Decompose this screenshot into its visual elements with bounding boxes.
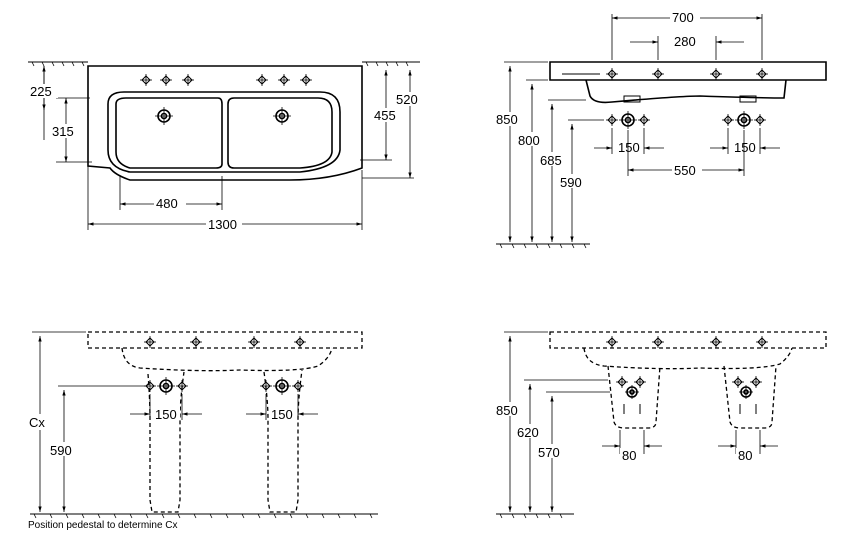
dim-1300-label: 1300: [208, 217, 237, 232]
dim-480-label: 480: [156, 196, 178, 211]
dim-315-label: 315: [52, 124, 74, 139]
dim-685-label: 685: [540, 153, 562, 168]
dim-280-label: 280: [674, 34, 696, 49]
tap-hole-icon: [624, 384, 640, 400]
tap-hole-icon: [156, 376, 176, 396]
tap-hole-icon: [272, 376, 292, 396]
dim-590-pedestal-label: 590: [50, 443, 72, 458]
dim-150b-pedestal-label: 150: [271, 407, 293, 422]
pedestal-front-view: Cx 590 150 150 Position pedestal to dete…: [28, 331, 378, 531]
dim-550-label: 550: [674, 163, 696, 178]
dim-700-label: 700: [672, 10, 694, 25]
dim-520-label: 520: [396, 92, 418, 107]
dim-455-label: 455: [374, 108, 396, 123]
tap-hole-icon: [734, 110, 754, 130]
dim-150b-label: 150: [734, 140, 756, 155]
dim-225-label: 225: [30, 84, 52, 99]
tap-hole-icon: [618, 110, 638, 130]
dim-150a-pedestal-label: 150: [155, 407, 177, 422]
dim-620-label: 620: [517, 425, 539, 440]
dim-850-label: 850: [496, 112, 518, 127]
dim-570-label: 570: [538, 445, 560, 460]
tap-hole-icon: [272, 106, 292, 126]
pedestal-note: Position pedestal to determine Cx: [28, 520, 178, 531]
dim-cx-label: Cx: [29, 415, 45, 430]
tap-hole-icon: [738, 384, 754, 400]
dim-80b-label: 80: [738, 448, 752, 463]
tap-hole-icon: [154, 106, 174, 126]
dim-150a-label: 150: [618, 140, 640, 155]
dim-590-label: 590: [560, 175, 582, 190]
dim-850-semi-label: 850: [496, 403, 518, 418]
dim-80a-label: 80: [622, 448, 636, 463]
front-elevation-view: 700 280 850 800 685 590 150: [496, 10, 827, 249]
top-view: 225 315 455 520 480 1300: [28, 61, 424, 232]
dim-800-label: 800: [518, 133, 540, 148]
semi-pedestal-front-view: 850 620 570 80 80: [496, 331, 827, 519]
